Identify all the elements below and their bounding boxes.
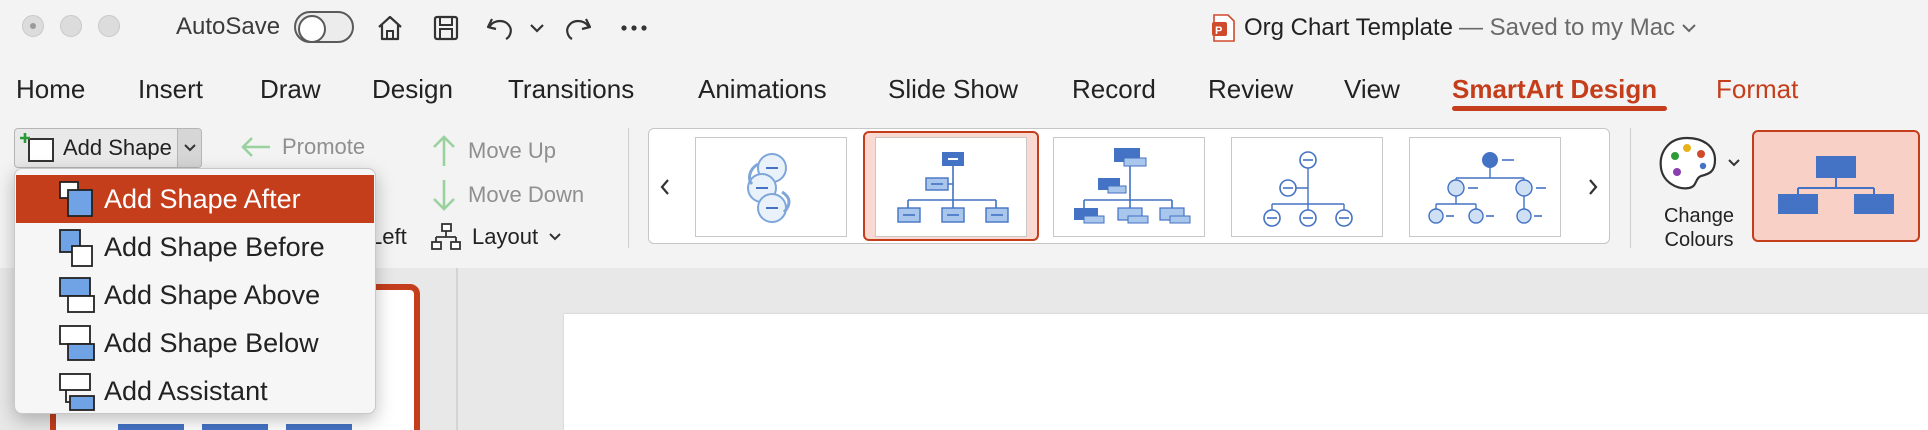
- layout-icon: [431, 223, 461, 250]
- promote-button[interactable]: Promote: [240, 134, 365, 160]
- ribbon-separator: [1630, 128, 1631, 248]
- save-status: — Saved to my Mac: [1458, 14, 1676, 41]
- menu-item-add-shape-below[interactable]: Add Shape Below: [16, 319, 374, 367]
- title-bar: AutoSave P Org Chart Template — Saved to…: [0, 0, 1928, 54]
- slide-thumb-shape: [118, 424, 184, 430]
- tab-view[interactable]: View: [1344, 74, 1400, 104]
- right-to-left-button-partial[interactable]: Left: [370, 224, 407, 250]
- add-assistant-icon: [56, 372, 96, 412]
- tab-home[interactable]: Home: [16, 74, 86, 104]
- document-name: Org Chart Template: [1244, 14, 1453, 41]
- window-minimize-button[interactable]: [60, 15, 82, 37]
- smartart-style-thumb-selected[interactable]: [1752, 130, 1920, 242]
- layout-thumb-labeled-hierarchy[interactable]: [1409, 137, 1561, 237]
- menu-item-label: Add Shape Below: [104, 327, 319, 358]
- arrow-left-icon: [241, 137, 270, 157]
- ribbon-tabs: Home Insert Draw Design Transitions Anim…: [0, 60, 1928, 116]
- gallery-prev-arrow[interactable]: [653, 169, 677, 205]
- autosave-label: AutoSave: [176, 13, 281, 40]
- change-colours-button[interactable]: [1648, 132, 1748, 202]
- smartart-layout-gallery: [648, 128, 1610, 244]
- add-shape-before-icon: [56, 228, 96, 268]
- menu-item-add-shape-before[interactable]: Add Shape Before: [16, 223, 374, 271]
- window-close-button[interactable]: [22, 15, 44, 37]
- change-colours-label: Change Colours: [1654, 204, 1744, 252]
- slide-canvas[interactable]: [564, 314, 1928, 430]
- ribbon-separator: [628, 128, 629, 248]
- move-up-button[interactable]: Move Up: [430, 134, 556, 168]
- add-shape-below-icon: [56, 324, 96, 364]
- active-tab-indicator: [1452, 106, 1667, 111]
- slide-thumb-shape: [202, 424, 268, 430]
- add-shape-menu: Add Shape After Add Shape Before Add Sha…: [14, 168, 376, 414]
- chevron-down-icon: [549, 233, 561, 241]
- layout-label: Layout: [472, 224, 539, 249]
- add-shape-dropdown-arrow[interactable]: [177, 129, 201, 167]
- tab-record[interactable]: Record: [1072, 74, 1156, 104]
- save-icon[interactable]: [426, 8, 466, 48]
- gallery-next-arrow[interactable]: [1581, 169, 1605, 205]
- redo-icon[interactable]: [558, 8, 598, 48]
- arrow-up-icon: [433, 135, 455, 166]
- svg-text:P: P: [1215, 25, 1222, 37]
- move-up-label: Move Up: [468, 138, 557, 163]
- change-colours-label-line1: Change: [1663, 205, 1735, 227]
- chevron-down-icon[interactable]: [520, 8, 554, 48]
- tab-transitions[interactable]: Transitions: [508, 74, 635, 104]
- menu-item-label: Add Shape Before: [104, 231, 325, 262]
- layout-button[interactable]: Layout: [430, 222, 572, 252]
- undo-icon[interactable]: [480, 8, 520, 48]
- home-icon[interactable]: [370, 8, 410, 48]
- menu-item-label: Add Shape Above: [104, 279, 321, 310]
- tab-format[interactable]: Format: [1716, 74, 1799, 104]
- window-zoom-button[interactable]: [98, 15, 120, 37]
- right-to-left-label: Left: [370, 224, 407, 249]
- tab-design[interactable]: Design: [372, 74, 453, 104]
- change-colours-label-line2: Colours: [1664, 229, 1734, 251]
- menu-item-label: Add Shape After: [104, 183, 301, 214]
- menu-item-add-assistant[interactable]: Add Assistant: [16, 367, 374, 415]
- slide-thumb-shape: [286, 424, 352, 430]
- layout-thumb-name-title-org-chart[interactable]: [1053, 137, 1205, 237]
- tab-slide-show[interactable]: Slide Show: [888, 74, 1019, 104]
- menu-item-label: Add Assistant: [104, 375, 268, 406]
- palette-icon: [1659, 136, 1740, 190]
- document-title[interactable]: P Org Chart Template — Saved to my Mac: [1210, 13, 1697, 43]
- powerpoint-file-icon: P: [1212, 14, 1235, 42]
- tab-draw[interactable]: Draw: [260, 74, 321, 104]
- move-down-label: Move Down: [468, 182, 585, 207]
- menu-item-add-shape-after[interactable]: Add Shape After: [16, 175, 374, 223]
- arrow-down-icon: [433, 180, 455, 211]
- promote-label: Promote: [282, 134, 366, 159]
- more-icon[interactable]: [614, 8, 654, 48]
- add-shape-above-icon: [56, 276, 96, 316]
- add-shape-icon: [15, 129, 61, 167]
- layout-thumb-org-chart-selected[interactable]: [863, 131, 1039, 241]
- add-shape-button[interactable]: Add Shape: [14, 128, 202, 168]
- autosave-toggle[interactable]: [294, 11, 354, 43]
- layout-thumb-circular-process[interactable]: [695, 137, 847, 237]
- menu-item-add-shape-above[interactable]: Add Shape Above: [16, 271, 374, 319]
- chevron-down-icon: [1682, 24, 1696, 33]
- add-shape-label: Add Shape: [63, 135, 172, 160]
- tab-review[interactable]: Review: [1208, 74, 1294, 104]
- tab-insert[interactable]: Insert: [138, 74, 204, 104]
- tab-smartart-design[interactable]: SmartArt Design: [1452, 74, 1658, 104]
- layout-thumb-circle-hierarchy[interactable]: [1231, 137, 1383, 237]
- tab-animations[interactable]: Animations: [698, 74, 827, 104]
- move-down-button[interactable]: Move Down: [430, 178, 584, 212]
- slide-panel-divider[interactable]: [456, 268, 458, 430]
- add-shape-after-icon: [56, 180, 96, 220]
